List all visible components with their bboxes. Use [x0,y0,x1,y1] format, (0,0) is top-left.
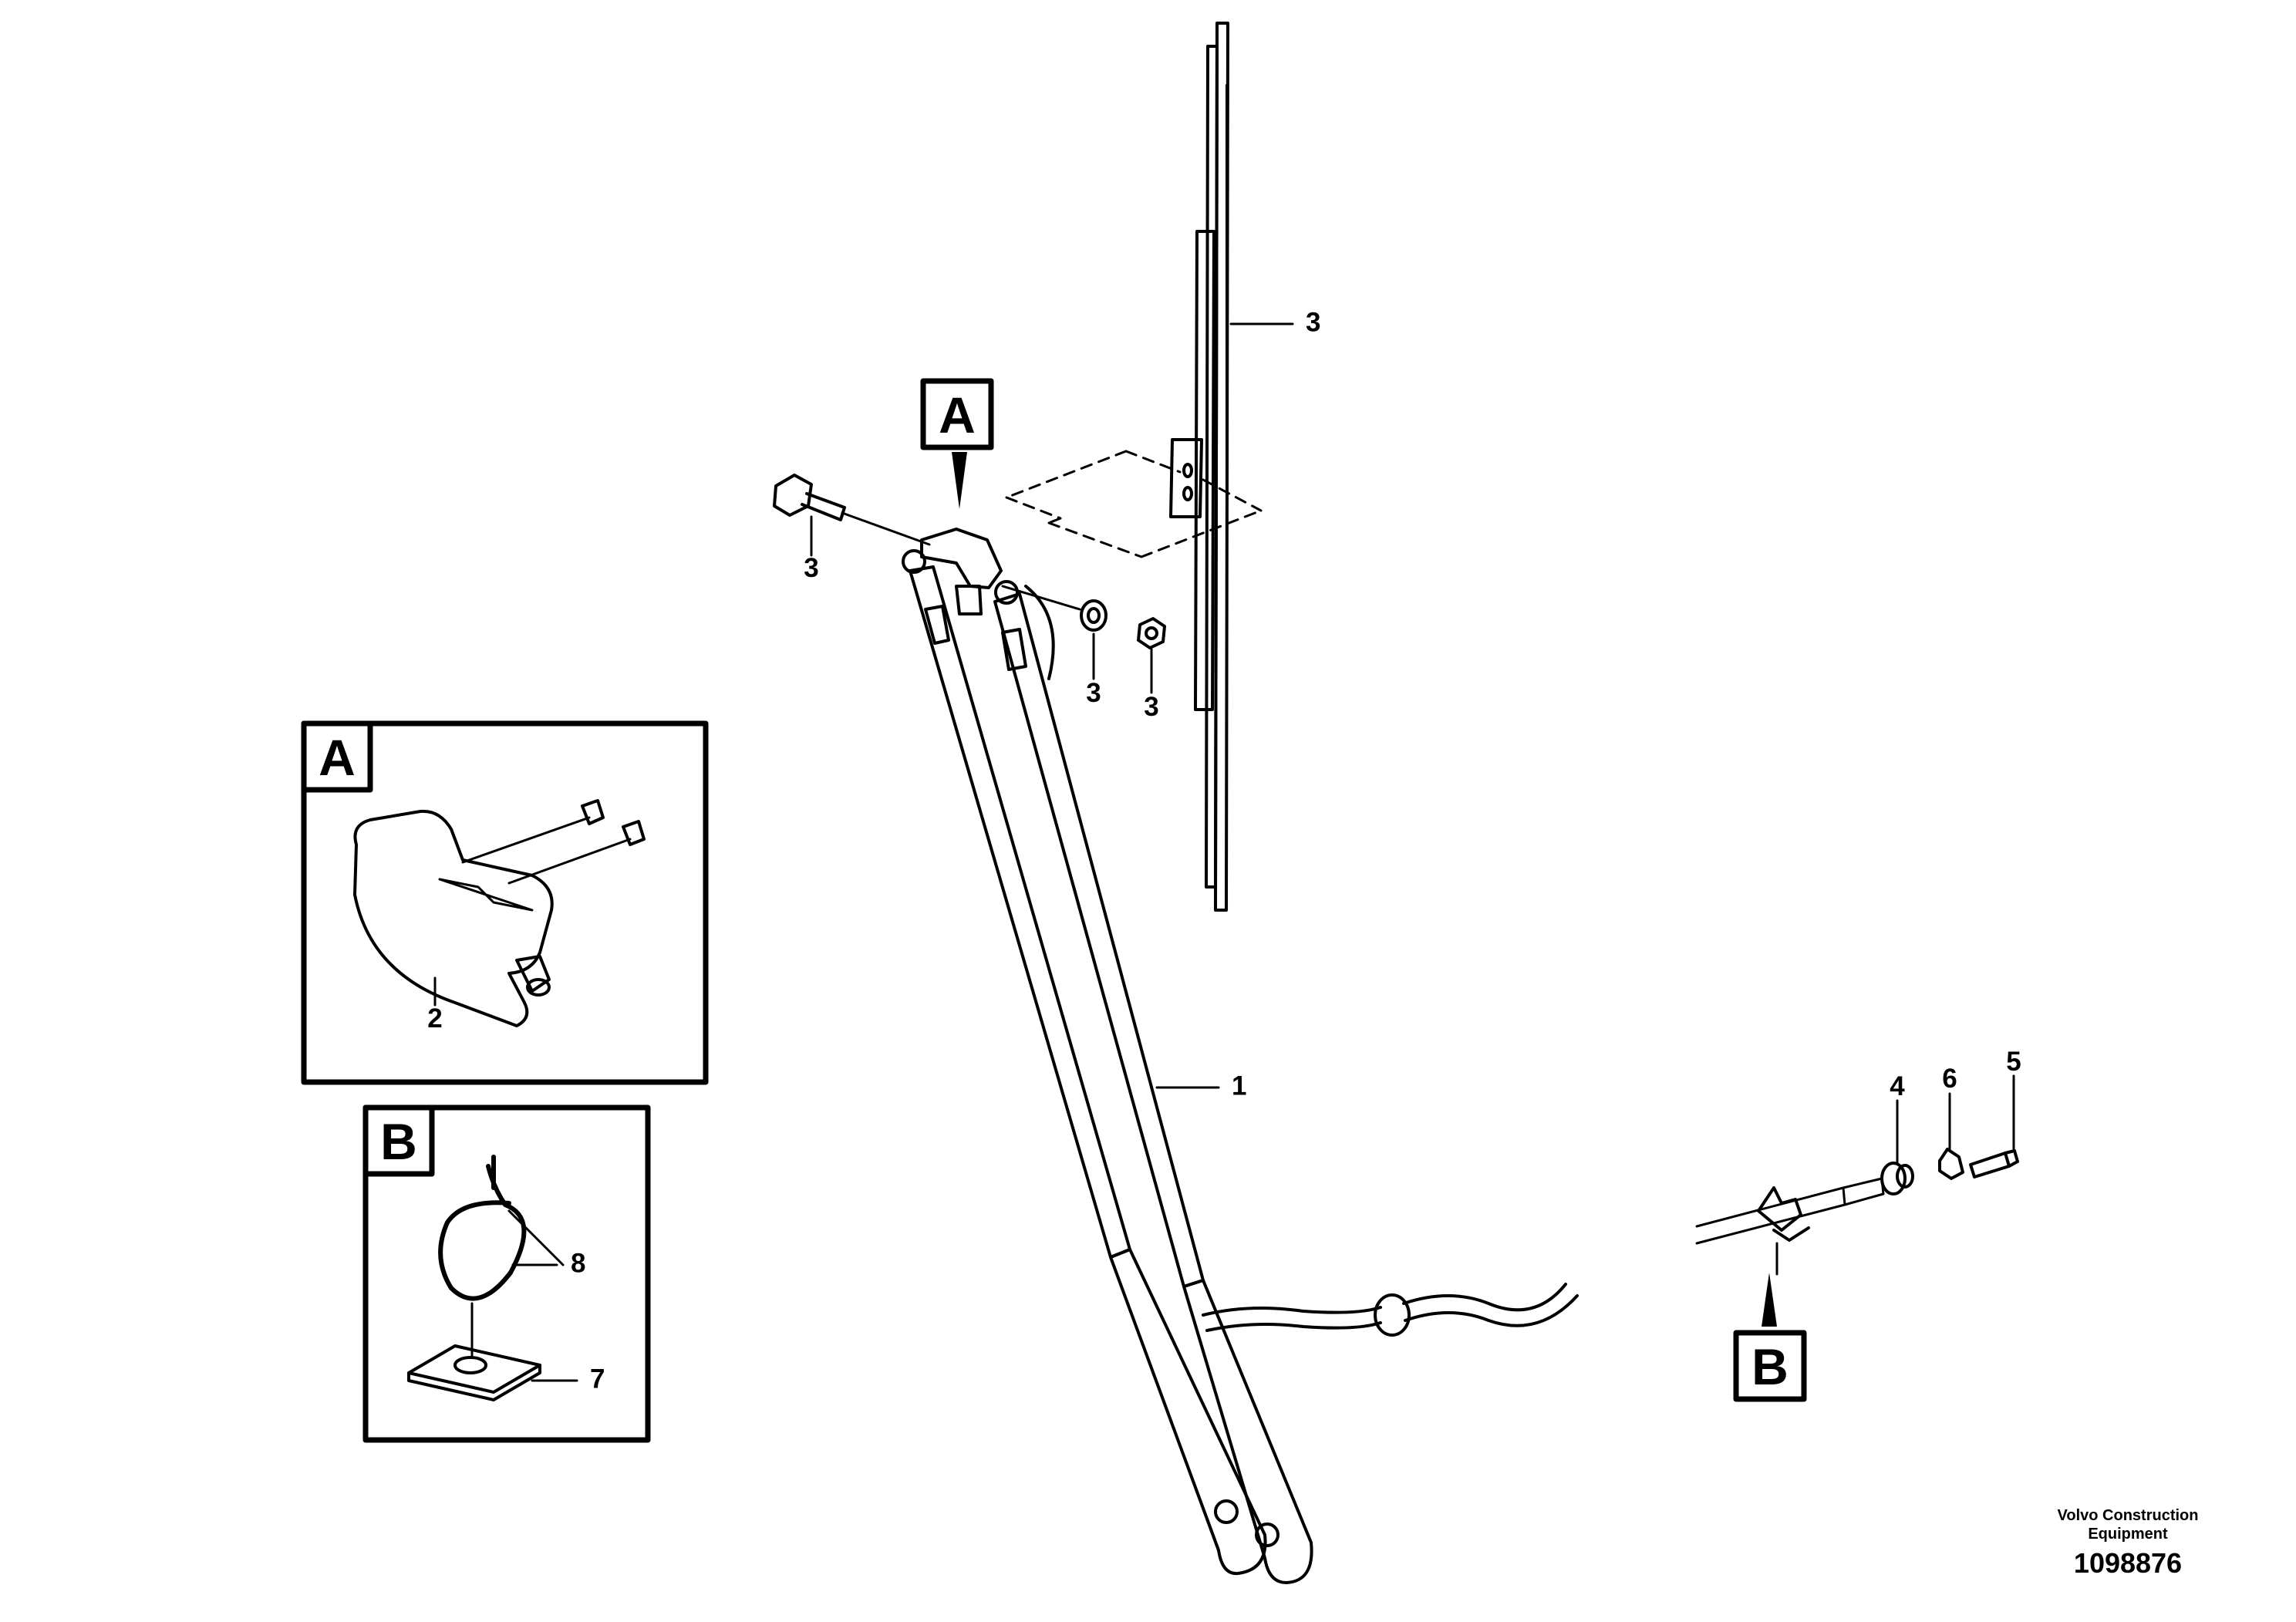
footer: Volvo Construction Equipment 1098876 [2028,1506,2228,1580]
tie-base [407,1302,578,1401]
callout-box-b [1733,1330,1807,1402]
wiper-blade [1169,22,1294,912]
inset-b-label: B [380,1113,417,1170]
detail-view-a [301,720,709,1085]
nozzle-assembly [1695,1074,2019,1276]
callout-box-a [920,378,994,450]
callout-label-b: B [1752,1338,1789,1395]
part-number-wiper-blade: 3 [1306,307,1320,337]
part-number-bolt: 3 [804,553,818,583]
callout-label-a: A [939,386,976,443]
washer [1080,599,1108,680]
cable-tie [438,1155,565,1301]
callout-b-pointer [1762,1273,1777,1327]
inset-a-label: A [319,729,356,786]
nut [1137,617,1166,694]
part-number-nozzle: 5 [2006,1047,2021,1077]
projection-lines [1005,450,1263,558]
part-number-tie-base: 7 [590,1364,605,1394]
part-number-clip: 6 [1942,1064,1957,1094]
nozzle [1969,1074,2019,1179]
bolt [773,474,931,557]
part-number-arm-cover: 2 [427,1003,442,1034]
wiper-arm [909,565,1313,1584]
inset-bolts [461,799,646,885]
callout-a-pointer [952,452,967,509]
detail-view-b [362,1104,651,1443]
part-number-cable-tie: 8 [571,1248,585,1278]
grommet [1880,1099,1914,1195]
part-number-wiper-arm: 1 [1232,1071,1246,1101]
washer-hose [1202,1283,1579,1337]
part-number-grommet: 4 [1890,1071,1905,1101]
brand-name: Volvo Construction Equipment [2057,1507,2199,1543]
clip [1938,1092,1964,1180]
part-number-nut: 3 [1144,692,1158,722]
arm-cover [353,809,554,1027]
arm-head [902,528,1081,615]
drawing-number: 1098876 [2073,1547,2183,1579]
part-number-washer: 3 [1086,678,1101,708]
